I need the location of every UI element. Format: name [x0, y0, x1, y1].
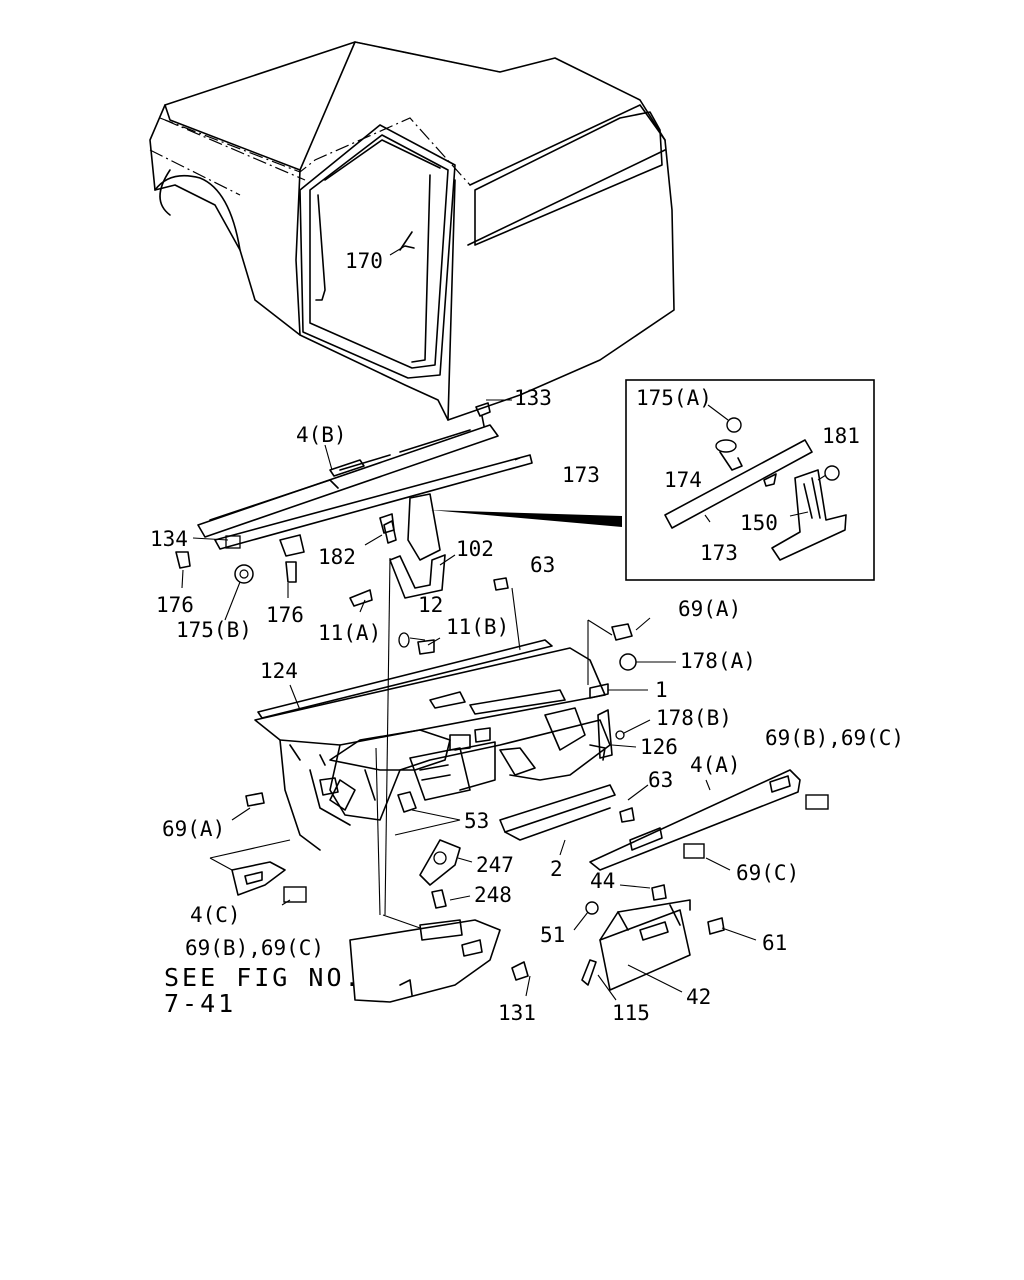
part-labels: 170 133 4(B) 173 134 182 102 63 176 175(… [150, 249, 904, 1025]
reference-note: SEE FIG NO. 7-41 [164, 963, 363, 1018]
label-63-lower: 63 [648, 768, 673, 792]
see-fig-line2: 7-41 [164, 989, 236, 1018]
lower-trim-strip [499, 784, 635, 841]
label-69bc-left: 69(B),69(C) [185, 936, 324, 960]
label-102: 102 [456, 537, 494, 561]
inset-label-150: 150 [740, 511, 778, 535]
label-69bc-right: 69(B),69(C) [765, 726, 904, 750]
lower-cover [349, 914, 529, 1003]
label-4c: 4(C) [190, 903, 241, 927]
label-131: 131 [498, 1001, 536, 1025]
inset-label-173: 173 [700, 541, 738, 565]
label-61: 61 [762, 931, 787, 955]
label-69c: 69(C) [736, 861, 799, 885]
inset-label-174: 174 [664, 468, 702, 492]
label-4a: 4(A) [690, 753, 741, 777]
label-1: 1 [655, 678, 668, 702]
inset-label-181: 181 [822, 424, 860, 448]
label-175b: 175(B) [176, 618, 252, 642]
label-247: 247 [476, 853, 514, 877]
label-51: 51 [540, 923, 565, 947]
label-178a: 178(A) [680, 649, 756, 673]
label-69a-left: 69(A) [162, 817, 225, 841]
instrument-panel [245, 623, 637, 851]
label-134: 134 [150, 527, 188, 551]
label-44: 44 [590, 869, 615, 893]
leader-lines [181, 399, 757, 1001]
right-trim-4a [589, 769, 829, 871]
label-69a-top: 69(A) [678, 597, 741, 621]
left-trim-4c [209, 857, 307, 903]
cab-body [149, 41, 675, 421]
label-11b: 11(B) [446, 615, 509, 639]
label-12: 12 [418, 593, 443, 617]
label-42: 42 [686, 985, 711, 1009]
see-fig-line1: SEE FIG NO. [164, 963, 363, 992]
label-176-left: 176 [156, 593, 194, 617]
inset-labels: 175(A) 181 174 150 173 [636, 386, 860, 565]
label-173: 173 [562, 463, 600, 487]
label-170: 170 [345, 249, 383, 273]
label-178b: 178(B) [656, 706, 732, 730]
label-53: 53 [464, 809, 489, 833]
label-248: 248 [474, 883, 512, 907]
upper-trim-assembly [175, 402, 533, 607]
label-182: 182 [318, 545, 356, 569]
label-133: 133 [514, 386, 552, 410]
label-126: 126 [640, 735, 678, 759]
label-11a: 11(A) [318, 621, 381, 645]
inset-label-175a: 175(A) [636, 386, 712, 410]
label-2: 2 [550, 857, 563, 881]
label-4b: 4(B) [296, 423, 347, 447]
label-115: 115 [612, 1001, 650, 1025]
label-176-right: 176 [266, 603, 304, 627]
cluster-bracket [394, 819, 461, 909]
label-63-top: 63 [530, 553, 555, 577]
inset-detail-box [430, 379, 875, 581]
label-124: 124 [260, 659, 298, 683]
glove-box [581, 884, 725, 991]
